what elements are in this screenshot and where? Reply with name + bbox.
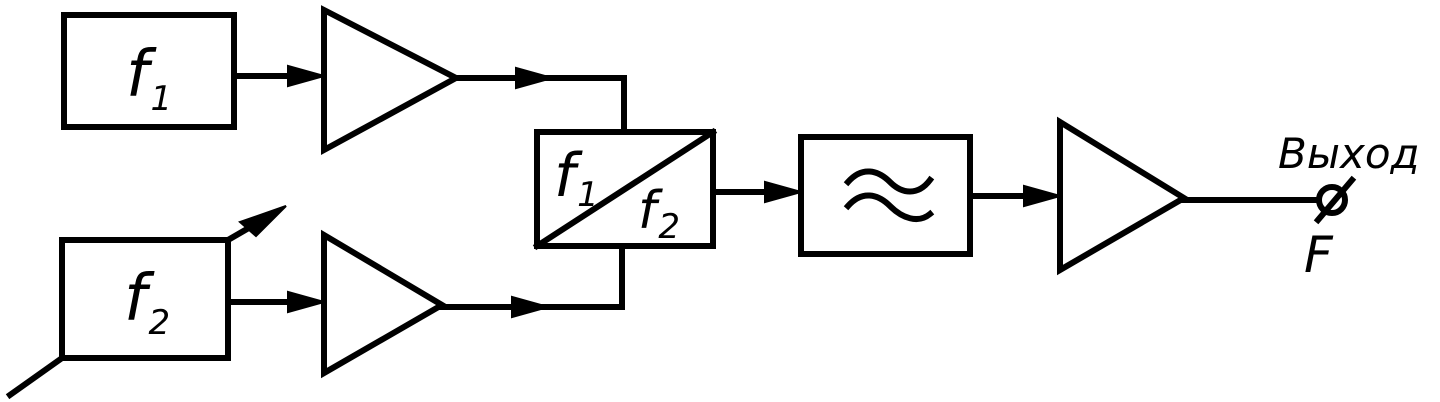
generator-f2-box bbox=[59, 237, 231, 361]
tuning-line-lower bbox=[5, 353, 67, 400]
mixer: f1 f2 bbox=[532, 127, 718, 251]
wire-amp2-mixer bbox=[439, 247, 625, 310]
output-label: Выход bbox=[1278, 129, 1420, 178]
arrowhead-mixer-filter bbox=[764, 180, 805, 204]
output-terminal-circle bbox=[1316, 184, 1348, 216]
generator-f1: f1 bbox=[61, 12, 237, 130]
arrowhead-amp1-mixer bbox=[515, 66, 556, 90]
arrowhead-filter-amp3 bbox=[1023, 184, 1064, 208]
filter-wave-icon-top bbox=[843, 168, 935, 195]
arrowhead-amp2-mixer bbox=[511, 295, 552, 319]
amplifier-2 bbox=[321, 229, 448, 379]
mixer-diagonal bbox=[532, 127, 718, 251]
filter bbox=[798, 134, 973, 257]
tuning-arrowhead bbox=[238, 205, 287, 238]
generator-f2: f2 bbox=[5, 205, 287, 400]
mixer-label-bottom: f2 bbox=[638, 181, 680, 247]
wire-amp1-mixer bbox=[453, 75, 627, 135]
arrowhead-f1-amp1 bbox=[287, 64, 328, 88]
filter-wave-icon-bottom bbox=[843, 192, 935, 223]
output-symbol: F bbox=[1304, 226, 1334, 284]
arrowhead-f2-amp2 bbox=[287, 290, 328, 314]
generator-f1-box bbox=[61, 12, 237, 130]
amplifier-3 bbox=[1057, 116, 1190, 276]
filter-box bbox=[798, 134, 973, 257]
output-terminal bbox=[1313, 175, 1357, 225]
output-terminal-slash bbox=[1313, 175, 1357, 225]
amplifier-1 bbox=[321, 5, 463, 156]
